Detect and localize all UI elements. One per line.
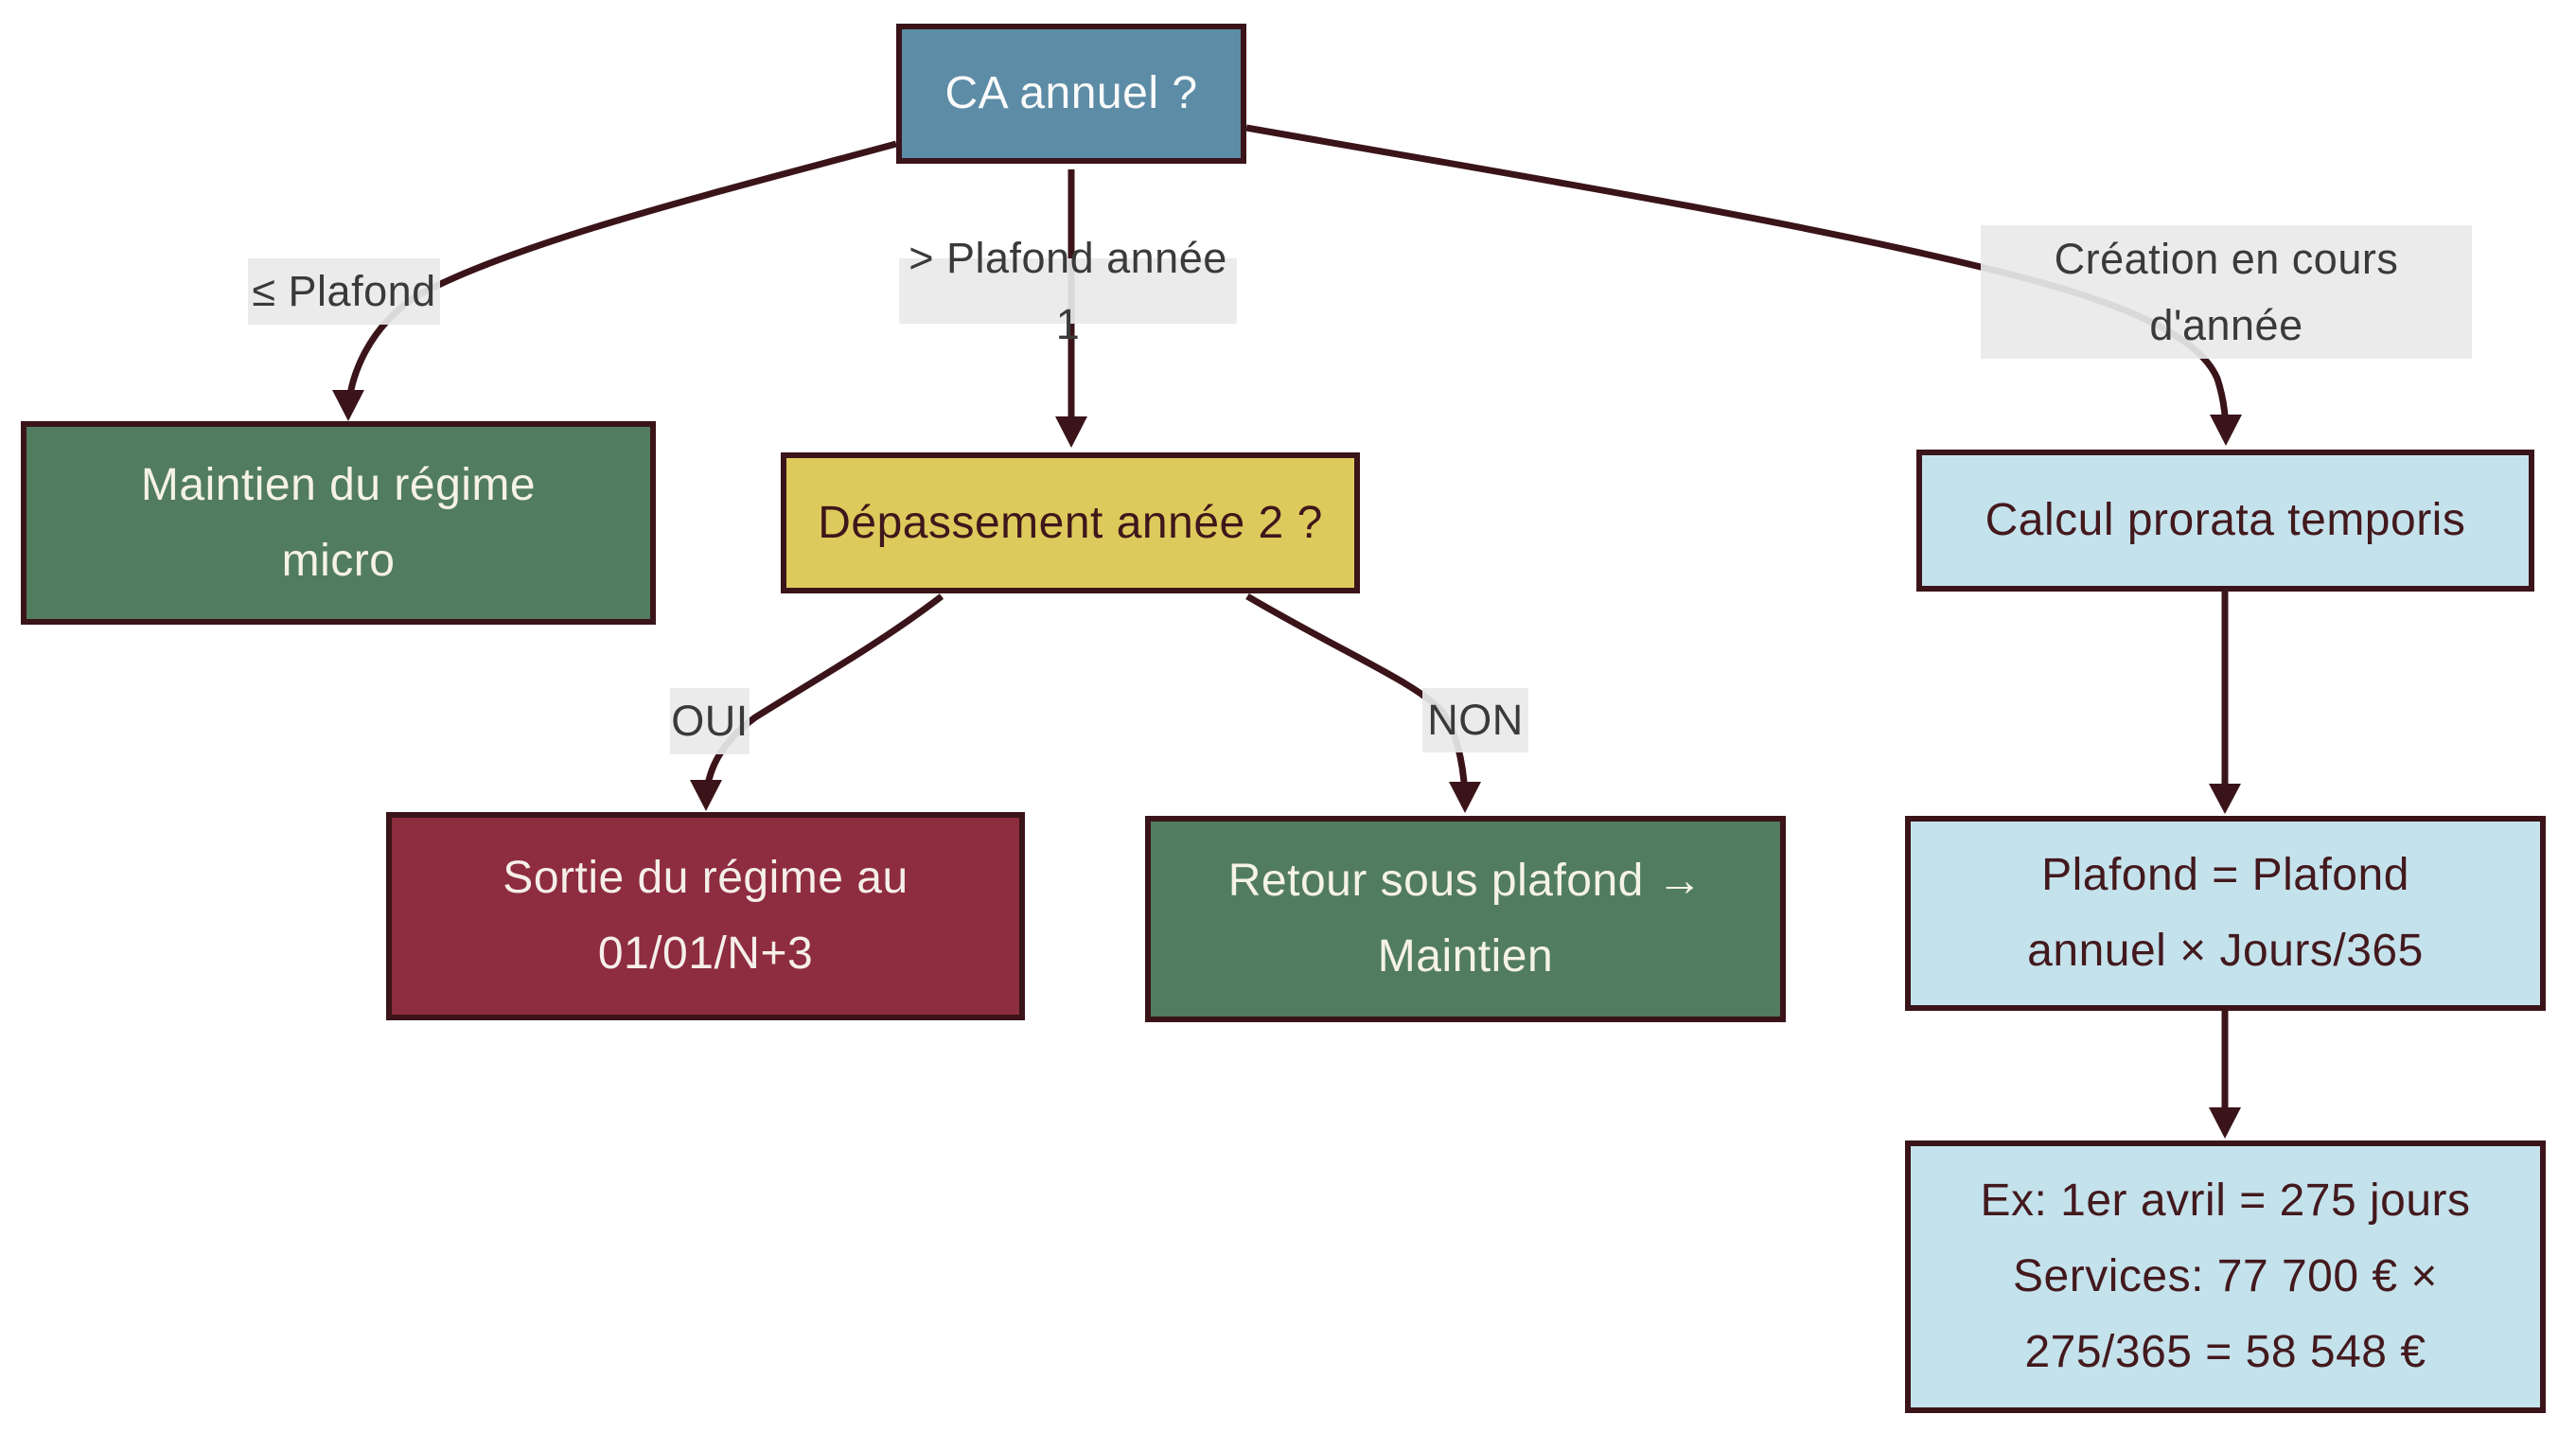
arrowhead-exemple — [2209, 1107, 2241, 1139]
node-depassement-annee-2: Dépassement année 2 ? — [781, 452, 1360, 593]
arrowhead-sortie — [690, 780, 722, 811]
node-plafond-formule: Plafond = Plafond annuel × Jours/365 — [1905, 816, 2546, 1011]
arrowhead-retour — [1449, 782, 1481, 813]
edge-depassement-to-sortie — [702, 593, 944, 802]
arrowhead-formule — [2209, 784, 2241, 814]
edge-label-inferieur-plafond: ≤ Plafond — [248, 258, 440, 325]
edge-label-oui: OUI — [670, 688, 750, 754]
arrowhead-depassement — [1055, 416, 1087, 448]
node-ca-annuel: CA annuel ? — [896, 24, 1246, 164]
edge-label-non: NON — [1422, 688, 1528, 752]
edge-label-creation: Création en cours d'année — [1981, 225, 2472, 359]
node-exemple-prorata: Ex: 1er avril = 275 jours Services: 77 7… — [1905, 1141, 2546, 1413]
node-sortie-du-regime: Sortie du régime au 01/01/N+3 — [386, 812, 1025, 1020]
arrowhead-maintien — [332, 390, 364, 421]
edge-label-superieur-plafond: > Plafond année 1 — [899, 234, 1237, 348]
node-maintien-regime-micro: Maintien du régime micro — [21, 421, 656, 625]
node-retour-sous-plafond: Retour sous plafond → Maintien — [1145, 816, 1786, 1022]
node-calcul-prorata: Calcul prorata temporis — [1916, 450, 2534, 592]
arrowhead-calcul — [2210, 415, 2242, 446]
edge-root-to-maintien — [344, 140, 897, 412]
